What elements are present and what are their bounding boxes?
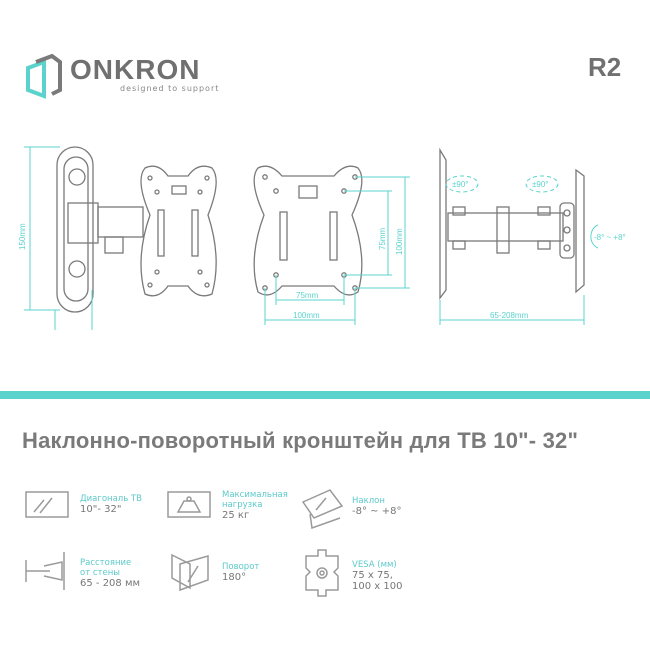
- spec-vesa: VESA (мм) 75 x 75, 100 x 100: [352, 560, 403, 592]
- spec-swivel: Поворот 180°: [222, 562, 260, 583]
- technical-drawing: 150mm 50mm 75mm 100mm 75mm 100mm ±90° ±9…: [18, 146, 626, 330]
- tilt-icon: [301, 489, 344, 530]
- vesa-75-vertical: 75mm: [378, 227, 387, 250]
- vesa-plate-angled: [140, 165, 217, 297]
- spec-icons: [25, 491, 211, 592]
- tv-screen-icon: [25, 491, 69, 518]
- spec-diagonal: Диагональ ТВ 10"- 32": [80, 494, 142, 515]
- vesa-100-vertical: 100mm: [395, 228, 404, 255]
- swivel-icon: [171, 553, 209, 592]
- brand-name: ONKRON: [70, 54, 201, 85]
- model-number: R2: [588, 52, 622, 82]
- arm-top: [447, 212, 564, 242]
- weight-load-icon: [167, 491, 211, 518]
- vesa-plate-icon: [305, 549, 339, 597]
- spec-icons-2: [301, 489, 344, 597]
- wall-distance-icon: [25, 552, 65, 590]
- arm: [97, 206, 144, 238]
- wall-plate-top: [439, 147, 447, 300]
- onkron-logo-icon: [26, 53, 62, 99]
- spec-wall-distance: Расстояние от стены 65 - 208 мм: [80, 558, 141, 589]
- wall-plate: [56, 146, 94, 313]
- extension-dimension: 65-208mm: [490, 311, 529, 320]
- vesa-100-horizontal: 100mm: [293, 311, 320, 320]
- spec-tilt: Наклон -8° ~ +8°: [352, 496, 402, 517]
- product-title: Наклонно-поворотный кронштейн для ТВ 10"…: [22, 428, 579, 453]
- height-dimension: 150mm: [18, 223, 27, 250]
- swivel-label-arm: ±90°: [532, 180, 549, 189]
- vesa-plate-front: [253, 165, 363, 296]
- spec-max-load: Максимальная нагрузка 25 кг: [222, 490, 288, 521]
- vesa-75-horizontal: 75mm: [296, 291, 319, 300]
- tilt-label: -8° ~ +8°: [594, 233, 626, 242]
- brand-tagline: designed to support: [120, 84, 220, 93]
- swivel-label-wall: ±90°: [452, 180, 469, 189]
- accent-divider: [0, 391, 650, 399]
